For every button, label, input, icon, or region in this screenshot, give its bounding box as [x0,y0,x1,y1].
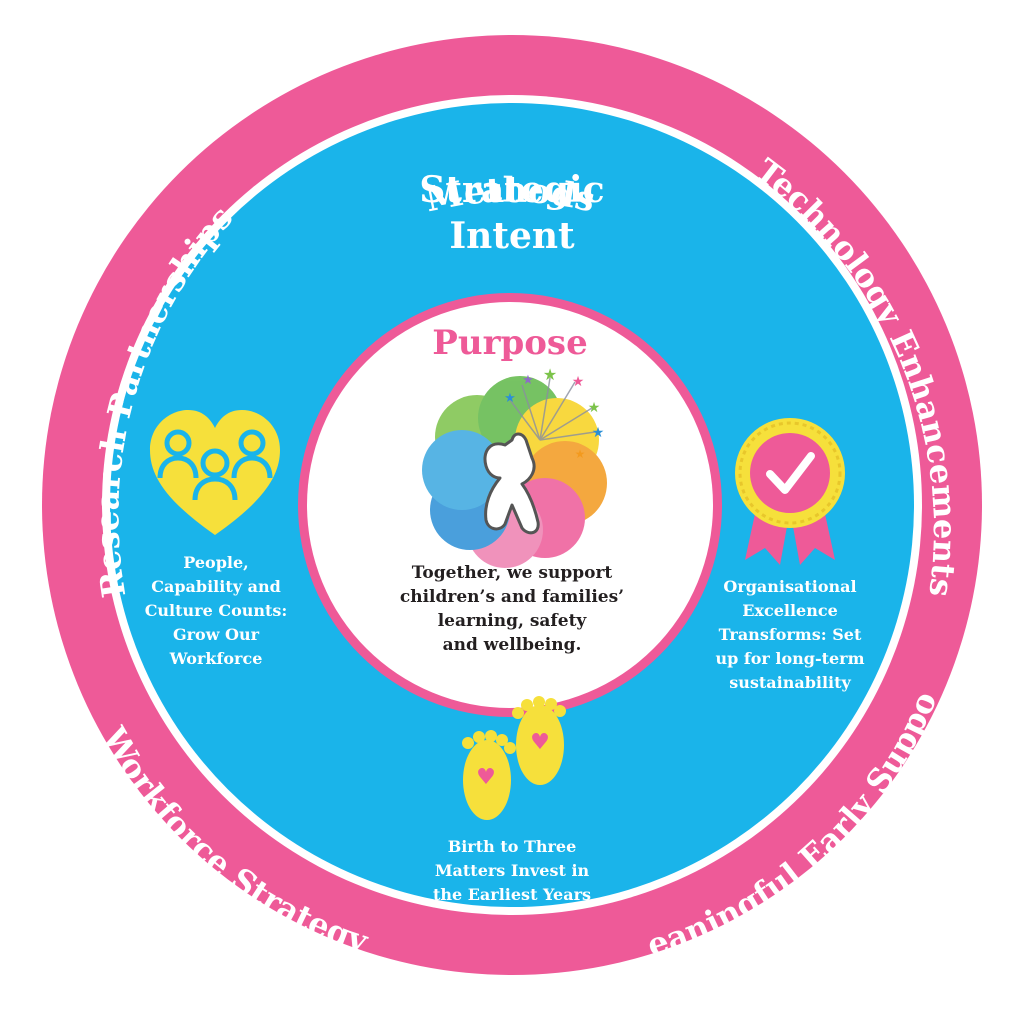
svg-text:★: ★ [572,374,585,390]
svg-text:★: ★ [592,425,605,441]
people-line-5: Workforce [169,649,263,668]
strategic-intent-line1: Strategic [419,169,604,211]
birth-line-3: the Earliest Years [433,885,591,904]
purpose-line-3: learning, safety [438,611,588,631]
purpose-line-4: and wellbeing. [443,635,582,655]
svg-text:★: ★ [504,391,516,406]
birth-line-1: Birth to Three [448,837,577,856]
svg-text:★: ★ [575,447,586,461]
svg-text:★: ★ [522,373,534,388]
excellence-line-3: Transforms: Set [719,625,862,644]
people-line-1: People, [183,553,248,572]
purpose-line-1: Together, we support [412,563,613,583]
baby-feet-icon: ♥ ♥ [462,696,566,820]
purpose-title: Purpose [432,323,587,363]
excellence-line-2: Excellence [742,601,838,620]
people-line-3: Culture Counts: [145,601,288,620]
svg-text:♥: ♥ [476,765,496,790]
people-line-4: Grow Our [173,625,260,644]
svg-text:★: ★ [543,365,557,384]
excellence-line-4: up for long-term [715,649,864,668]
svg-text:♥: ♥ [530,730,550,755]
birth-line-2: Matters Invest in [435,861,590,880]
award-ribbon-icon [735,418,845,565]
svg-text:★: ★ [588,400,601,416]
purpose-line-2: children’s and families’ [400,587,624,607]
flower-child-icon: ★ ★ ★ ★ ★ ★ ★ [422,365,607,568]
heart-people-icon [150,410,280,535]
people-line-2: Capability and [151,577,281,596]
strategic-intent-line2: Intent [449,215,575,257]
excellence-line-5: sustainability [729,673,851,692]
excellence-line-1: Organisational [723,577,856,596]
